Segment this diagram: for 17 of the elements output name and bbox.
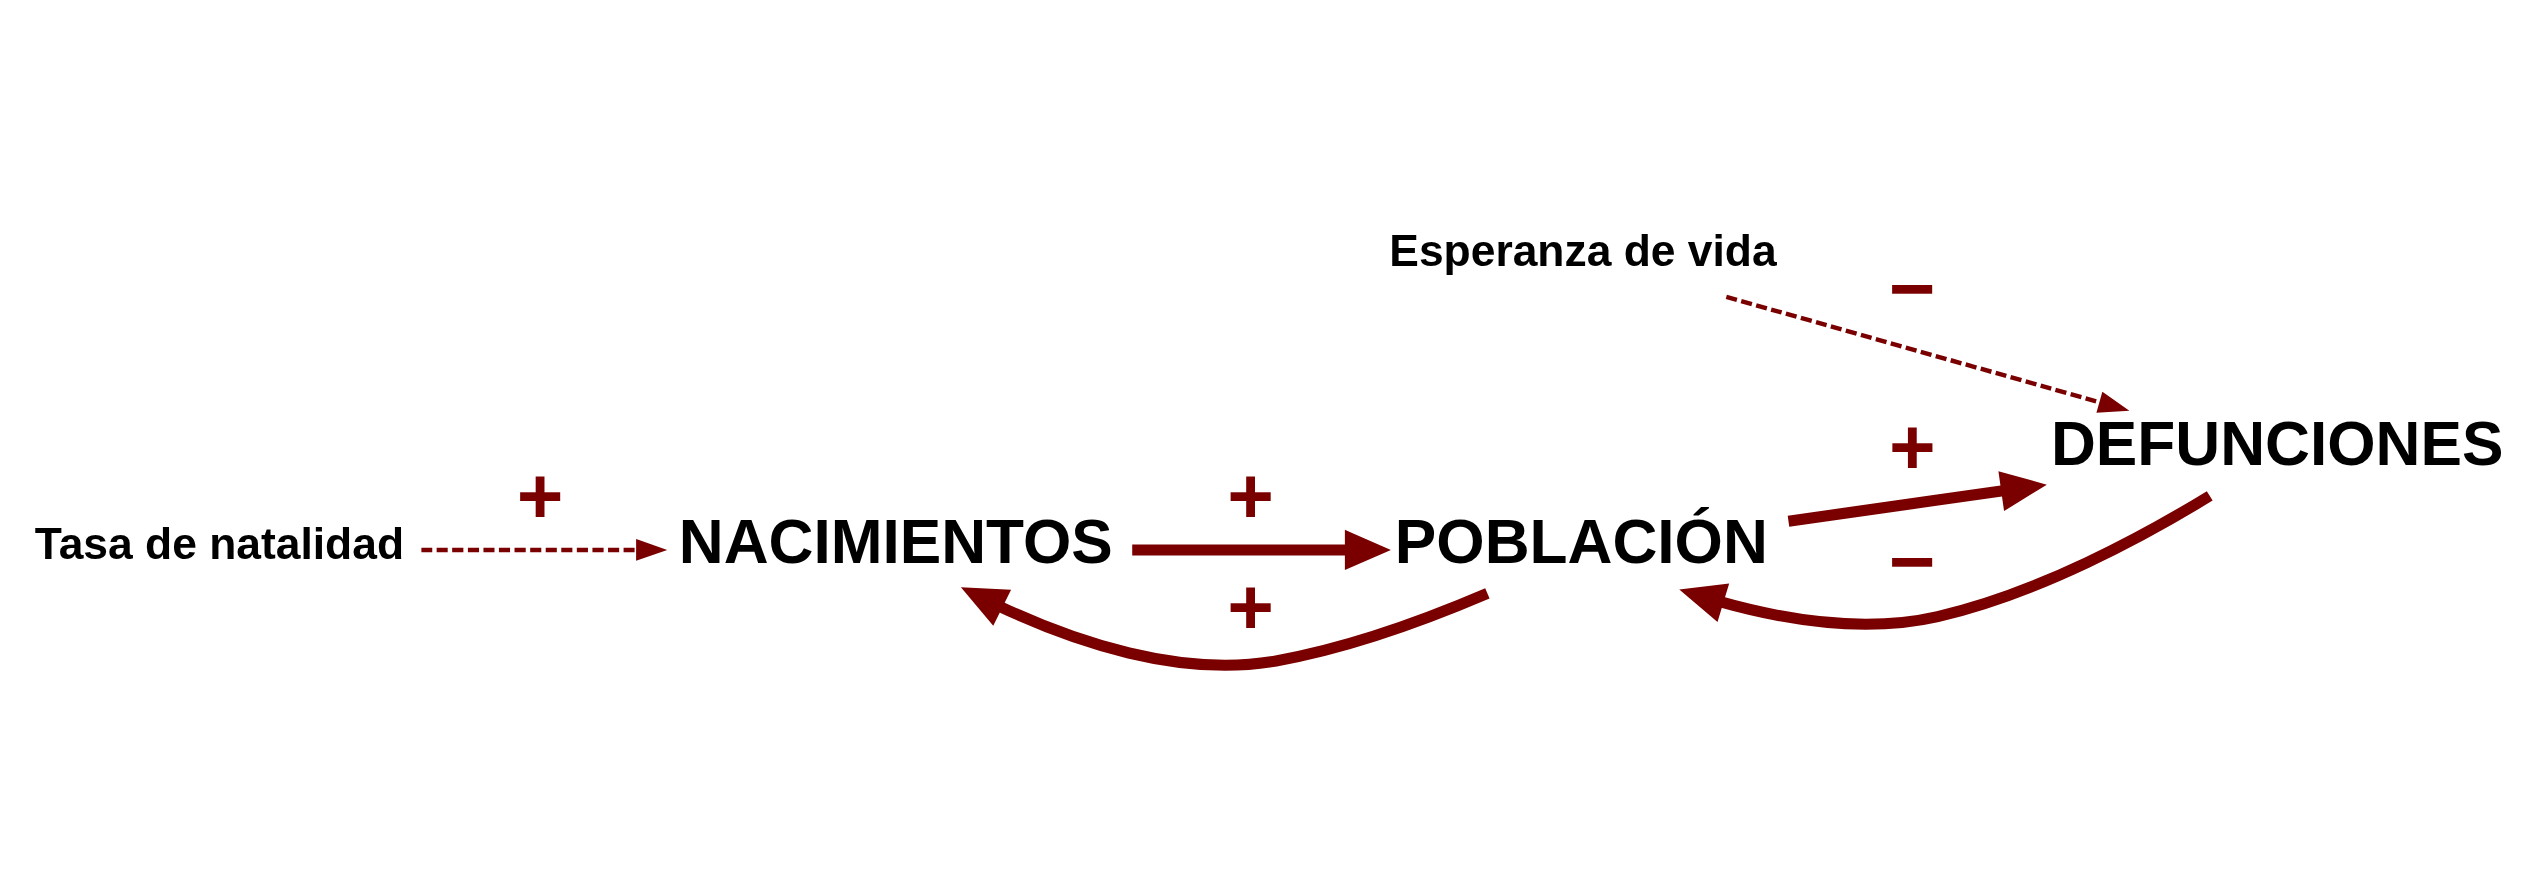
arrow	[1787, 470, 2047, 527]
edge-label: +	[1227, 450, 1274, 540]
arrow	[421, 538, 668, 561]
arrow	[1725, 294, 2130, 413]
node-text: DEFUNCIONES	[2050, 408, 2504, 478]
arrow	[960, 586, 1490, 671]
node-text: Tasa de natalidad	[34, 518, 405, 568]
edge-label: −	[1888, 516, 1936, 606]
node-text: NACIMIENTOS	[678, 506, 1113, 576]
edge-label: +	[1888, 401, 1936, 491]
node-text: POBLACIÓN	[1394, 506, 1768, 576]
node-text: Esperanza de vida	[1389, 225, 1777, 275]
edge-label: +	[516, 450, 564, 540]
edge-label: +	[1227, 561, 1274, 651]
edge-label: −	[1888, 243, 1936, 333]
arrow	[1679, 490, 2213, 630]
arrow	[1132, 529, 1391, 570]
